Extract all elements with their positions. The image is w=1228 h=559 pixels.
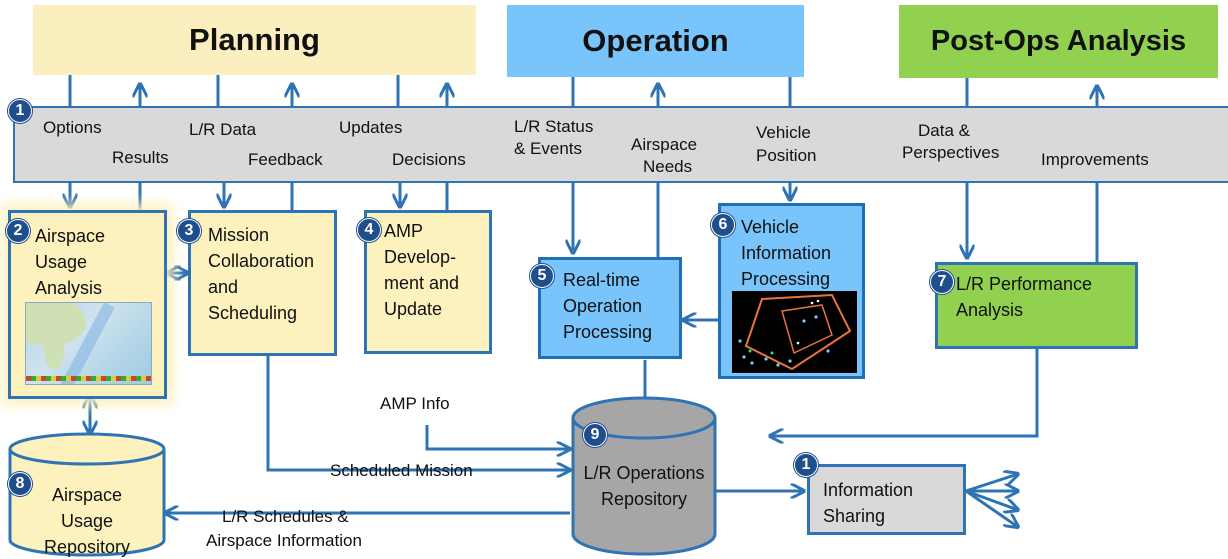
bus-label-options: Options: [43, 118, 102, 137]
lr-performance-label: L/R Performance Analysis: [956, 271, 1092, 323]
vehicle-information-line3: Processing: [741, 269, 831, 289]
amp-development-line3: ment and: [384, 273, 460, 293]
mission-collaboration-line1: Mission: [208, 225, 270, 245]
bus-label-lr-data: L/R Data: [189, 120, 257, 139]
realtime-operation-box: Real-time Operation Processing: [538, 257, 682, 359]
information-sharing-line2: Sharing: [823, 506, 886, 526]
bus-label-decisions: Decisions: [392, 150, 466, 169]
information-sharing-badge: 1: [794, 453, 818, 477]
post-ops-header: Post-Ops Analysis: [899, 5, 1218, 78]
airspace-map-thumbnail: [25, 302, 152, 385]
amp-info-to-repository-arrow: [425, 425, 570, 449]
box-6-badge: 6: [711, 213, 735, 237]
mission-collaboration-label: Mission Collaboration and Scheduling: [208, 222, 314, 326]
box-4-badge: 4: [357, 218, 381, 242]
lr-operations-repository-label: L/R Operations Repository: [575, 460, 713, 512]
flow-label-amp-info: AMP Info: [380, 394, 450, 413]
operation-header: Operation: [507, 5, 804, 77]
mission-collaboration-line4: Scheduling: [208, 303, 298, 323]
information-sharing-label: Information Sharing: [823, 477, 913, 529]
flow-label-schedules-line1: L/R Schedules &: [222, 507, 349, 526]
sharing-out-arrow-4: [965, 489, 1018, 527]
lr-performance-line2: Analysis: [956, 300, 1024, 320]
bus-label-improvements: Improvements: [1041, 150, 1149, 169]
realtime-operation-line1: Real-time: [563, 270, 641, 290]
lr-performance-box: L/R Performance Analysis: [935, 262, 1138, 349]
mission-collaboration-line2: Collaboration: [208, 251, 315, 271]
bus-badge: 1: [8, 99, 32, 123]
box-7-badge: 7: [930, 270, 954, 294]
box-2-badge: 2: [6, 219, 30, 243]
bus-label-results: Results: [112, 148, 169, 167]
bus-label-data-perspectives-line2: Perspectives: [902, 143, 1000, 162]
vehicle-information-label: Vehicle Information Processing: [741, 214, 831, 292]
flow-label-schedules-line2: Airspace Information: [206, 531, 362, 550]
lr-operations-repository-cylinder: [571, 396, 717, 556]
airspace-usage-repository-line2: Usage: [60, 511, 114, 531]
bus-label-updates: Updates: [339, 118, 403, 137]
airspace-usage-repository-cylinder: [8, 432, 166, 557]
airspace-usage-analysis-line3: Analysis: [35, 278, 103, 298]
mission-collaboration-line3: and: [208, 277, 239, 297]
amp-development-box: AMP Develop- ment and Update: [364, 210, 492, 354]
bus-label-data-perspectives-line1: Data &: [918, 121, 970, 140]
information-sharing-line1: Information: [823, 480, 914, 500]
realtime-operation-line3: Processing: [563, 322, 653, 342]
amp-development-line2: Develop-: [384, 247, 457, 267]
mission-collaboration-box: Mission Collaboration and Scheduling: [188, 210, 337, 356]
information-sharing-box: Information Sharing: [807, 464, 966, 535]
sharing-out-arrow-3: [965, 489, 1018, 510]
lr-operations-repository-line1: L/R Operations: [583, 463, 705, 483]
lr-performance-line1: L/R Performance: [956, 274, 1093, 294]
realtime-operation-line2: Operation: [563, 296, 643, 316]
airspace-usage-repository-line1: Airspace: [51, 485, 123, 505]
planning-header: Planning: [33, 5, 476, 75]
realtime-operation-label: Real-time Operation Processing: [563, 267, 652, 345]
box-9-badge: 9: [583, 423, 607, 447]
bus-label-lr-status-line2: & Events: [514, 139, 583, 158]
bus-label-vehicle-position-line2: Position: [756, 146, 817, 165]
bus-label-airspace-needs-line2: Needs: [643, 157, 693, 176]
flow-label-scheduled-mission: Scheduled Mission: [330, 461, 473, 480]
amp-development-line1: AMP: [384, 221, 424, 241]
sharing-out-arrow-1: [965, 474, 1018, 493]
box-3-badge: 3: [177, 219, 201, 243]
amp-development-line4: Update: [384, 299, 443, 319]
vehicle-information-box: Vehicle Information Processing: [718, 203, 865, 379]
airspace-usage-analysis-line2: Usage: [35, 252, 88, 272]
airspace-usage-repository-label: Airspace Usage Repository: [18, 482, 156, 559]
bus-label-airspace-needs-line1: Airspace: [631, 135, 698, 154]
airspace-usage-repository-line3: Repository: [43, 537, 131, 557]
performance-repository-bidirectional-arrow: [770, 349, 1039, 436]
vehicle-information-line2: Information: [741, 243, 832, 263]
airspace-usage-analysis-box: Airspace Usage Analysis: [8, 210, 167, 399]
airspace-usage-analysis-line1: Airspace: [35, 226, 106, 246]
information-bus: [13, 106, 1228, 183]
bus-label-lr-status-line1: L/R Status: [514, 117, 594, 136]
box-8-badge: 8: [8, 472, 32, 496]
amp-development-label: AMP Develop- ment and Update: [384, 218, 459, 322]
airspace-usage-analysis-label: Airspace Usage Analysis: [35, 223, 105, 301]
lr-operations-repository-line2: Repository: [600, 489, 688, 509]
box-5-badge: 5: [530, 264, 554, 288]
vehicle-radar-thumbnail: [732, 291, 857, 373]
vehicle-information-line1: Vehicle: [741, 217, 800, 237]
bus-label-feedback: Feedback: [248, 150, 323, 169]
scheduled-mission-to-repository-arrow: [266, 354, 570, 470]
bus-label-vehicle-position-line1: Vehicle: [756, 123, 811, 142]
